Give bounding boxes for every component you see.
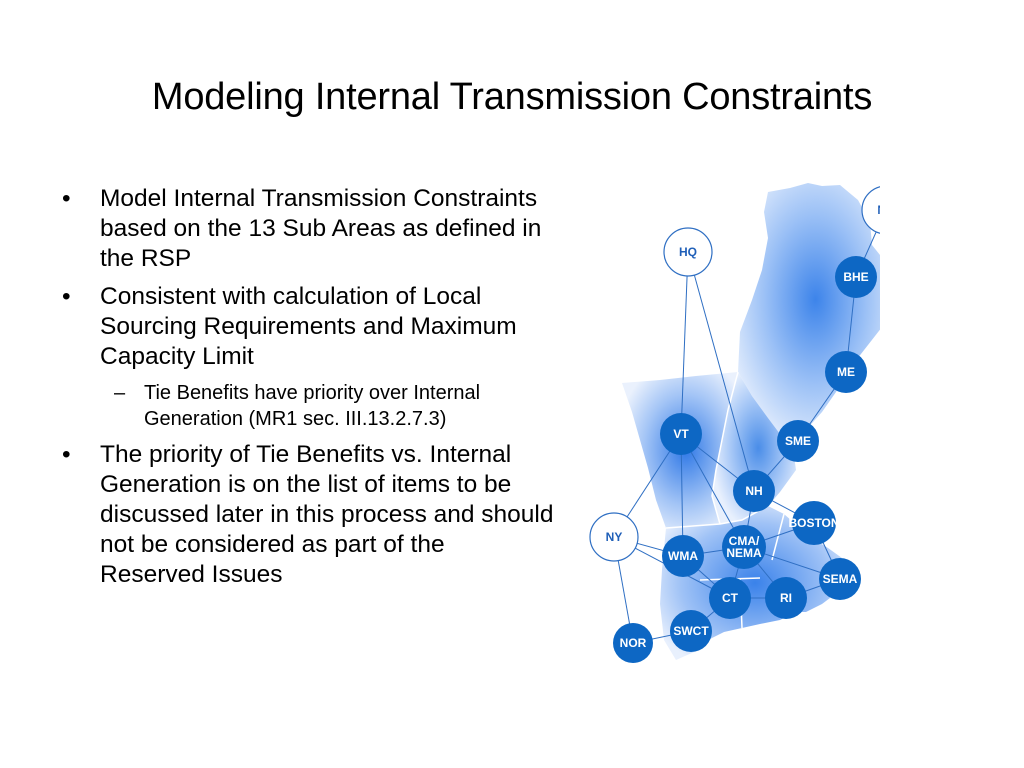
bullet-marker: • <box>62 185 71 212</box>
node-label: HQ <box>679 245 697 259</box>
node-circle <box>825 351 867 393</box>
node-circle <box>722 525 766 569</box>
node-cmanema: CMA/NEMA <box>722 525 766 569</box>
bullet-item: • The priority of Tie Benefits vs. Inter… <box>60 440 556 590</box>
node-nb: NB <box>861 186 880 234</box>
node-ny: NY <box>589 512 639 562</box>
node-label: RI <box>780 591 792 605</box>
area-nodes: NB HQ BHE ME SME VT NH BOSTON NY CMA/NEMA WMA SEMA C… <box>589 186 880 663</box>
node-boston: BOSTON <box>788 501 840 545</box>
node-hq: HQ <box>663 227 713 277</box>
node-swct: SWCT <box>670 610 712 652</box>
node-label: SME <box>785 434 811 448</box>
edge-hq-vt <box>680 251 689 435</box>
bullet-marker: • <box>62 283 71 310</box>
sub-bullet-text: Tie Benefits have priority over Internal… <box>144 382 481 430</box>
node-label: ME <box>837 365 855 379</box>
node-me: ME <box>825 351 867 393</box>
node-label: WMA <box>668 549 698 563</box>
node-circle <box>663 227 713 277</box>
node-label-line: CMA/ <box>729 534 760 548</box>
bullet-text: Consistent with calculation of Local Sou… <box>100 283 517 370</box>
new-hampshire-region <box>712 372 796 524</box>
node-label: BOSTON <box>788 516 839 530</box>
node-label: CT <box>722 591 739 605</box>
node-circle <box>819 558 861 600</box>
node-circle <box>662 535 704 577</box>
bullet-text: The priority of Tie Benefits vs. Interna… <box>100 441 554 588</box>
new-england-map-diagram: NB HQ BHE ME SME VT NH BOSTON NY CMA/NEMA WMA SEMA C… <box>589 183 880 663</box>
node-circle <box>861 186 880 234</box>
node-label: SWCT <box>673 624 709 638</box>
bullet-marker: • <box>62 441 71 468</box>
bullet-text: Model Internal Transmission Constraints … <box>100 185 542 272</box>
node-circle <box>709 577 751 619</box>
node-bhe: BHE <box>835 256 877 298</box>
node-circle <box>589 512 639 562</box>
sub-bullet-marker: – <box>114 382 126 404</box>
node-vt: VT <box>660 413 702 455</box>
node-circle <box>765 577 807 619</box>
node-circle <box>835 256 877 298</box>
slide-title: Modeling Internal Transmission Constrain… <box>151 76 873 118</box>
node-circle <box>733 470 775 512</box>
node-label: CMA/NEMA <box>726 534 762 560</box>
node-wma: WMA <box>662 535 704 577</box>
node-label: VT <box>673 427 689 441</box>
node-ct: CT <box>709 577 751 619</box>
sub-bullet-list: – Tie Benefits have priority over Intern… <box>100 380 556 432</box>
node-ri: RI <box>765 577 807 619</box>
node-circle <box>792 501 836 545</box>
bullet-item: • Consistent with calculation of Local S… <box>60 282 556 432</box>
node-sme: SME <box>777 420 819 462</box>
sub-bullet-item: – Tie Benefits have priority over Intern… <box>100 380 556 432</box>
bullet-item: • Model Internal Transmission Constraint… <box>60 184 556 274</box>
node-circle <box>670 610 712 652</box>
bullet-list: • Model Internal Transmission Constraint… <box>60 184 556 598</box>
node-label: NH <box>745 484 762 498</box>
node-circle <box>613 623 653 663</box>
node-circle <box>777 420 819 462</box>
node-label-line: NEMA <box>726 546 762 560</box>
node-label: NOR <box>620 636 647 650</box>
maine-region <box>738 183 880 442</box>
node-label: NY <box>606 530 623 544</box>
edge-hq-nh <box>687 251 755 492</box>
node-label: BHE <box>843 270 868 284</box>
node-label: NB <box>877 203 880 217</box>
node-sema: SEMA <box>819 558 861 600</box>
node-nh: NH <box>733 470 775 512</box>
node-circle <box>660 413 702 455</box>
node-nor: NOR <box>613 623 653 663</box>
node-label: SEMA <box>823 572 858 586</box>
